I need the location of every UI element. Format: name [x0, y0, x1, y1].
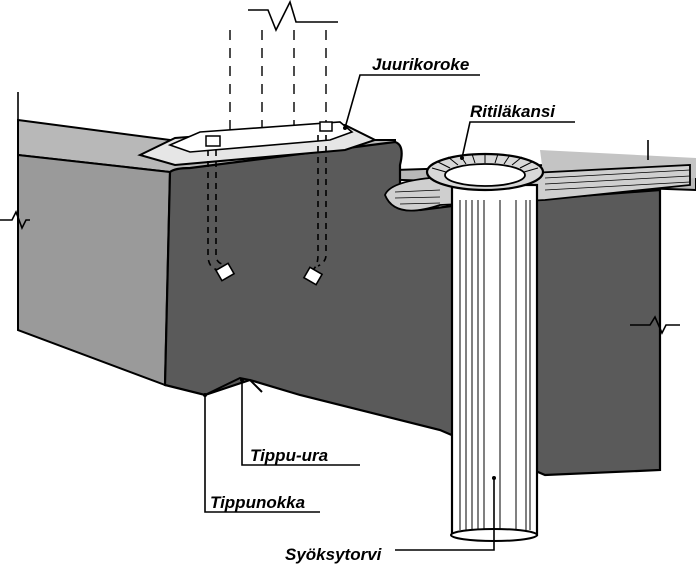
ritilakansi-grate-inner [444, 163, 526, 187]
label-ritilakansi: Ritiläkansi [470, 102, 556, 121]
anchor-ends [214, 262, 324, 286]
label-juurikoroke: Juurikoroke [372, 55, 469, 74]
pipe-shading-lines [459, 200, 531, 530]
label-tippunokka: Tippunokka [210, 493, 305, 512]
break-lines [0, 0, 680, 470]
drip-groove [204, 376, 263, 396]
label-tippu-ura: Tippu-ura [250, 446, 328, 465]
deck-left-face [17, 153, 172, 387]
grate-ribs [431, 153, 539, 173]
bolt-icon [205, 121, 333, 147]
pavement-hatch [394, 169, 691, 205]
leader-arrows [203, 126, 496, 480]
label-syoksytorvi: Syöksytorvi [285, 545, 383, 564]
leader-lines [204, 74, 575, 551]
